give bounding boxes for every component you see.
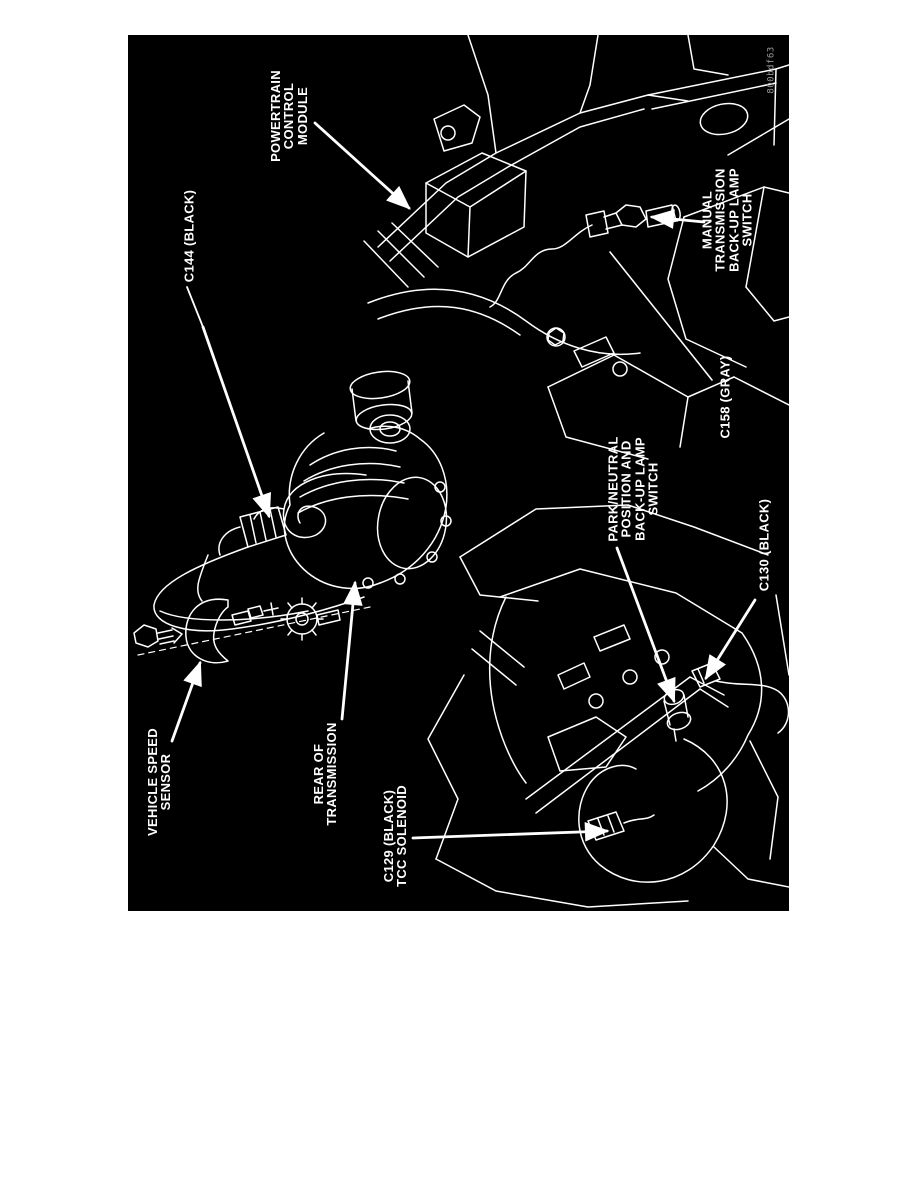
label-c130-black: C130 (BLACK) — [756, 498, 772, 592]
label-park-neutral-position-switch: PARK/NEUTRAL POSITION AND BACK-UP LAMP S… — [605, 436, 661, 542]
rear-of-transmission-arrow — [340, 580, 363, 721]
label-manual-transmission-backup-lamp-switch: MANUAL TRANSMISSION BACK-UP LAMP SWITCH — [699, 168, 755, 272]
label-powertrain-control-module: POWERTRAIN CONTROL MODULE — [268, 70, 310, 162]
c144-arrow — [201, 325, 271, 519]
c129-arrow — [411, 822, 610, 842]
label-c158-gray: C158 (GRAY) — [717, 355, 733, 439]
transmission-rear-drawing — [427, 504, 789, 908]
wiring-diagram-illustration — [133, 35, 789, 908]
figure-panel: POWERTRAIN CONTROL MODULE C144 (BLACK) M… — [128, 35, 789, 911]
park-neutral-switch-arrow — [615, 546, 676, 704]
powertrain-control-module-arrow — [313, 121, 411, 210]
callout-arrows — [170, 121, 757, 842]
c144-leader-stub — [186, 286, 204, 328]
figure-code: 800bdf63 — [766, 46, 777, 94]
extension-housing-drawing — [133, 370, 452, 664]
c130-arrow — [704, 598, 757, 681]
manual-transmission-switch-arrow — [649, 209, 706, 229]
vehicle-speed-sensor-arrow — [170, 660, 202, 743]
label-c144-black: C144 (BLACK) — [181, 189, 197, 283]
c158-leader — [609, 251, 713, 381]
label-rear-of-transmission: REAR OF TRANSMISSION — [310, 722, 339, 826]
label-vehicle-speed-sensor: VEHICLE SPEED SENSOR — [144, 728, 173, 836]
engine-compartment-drawing — [363, 35, 789, 460]
label-c129-tcc-solenoid: C129 (BLACK) TCC SOLENOID — [380, 785, 409, 887]
